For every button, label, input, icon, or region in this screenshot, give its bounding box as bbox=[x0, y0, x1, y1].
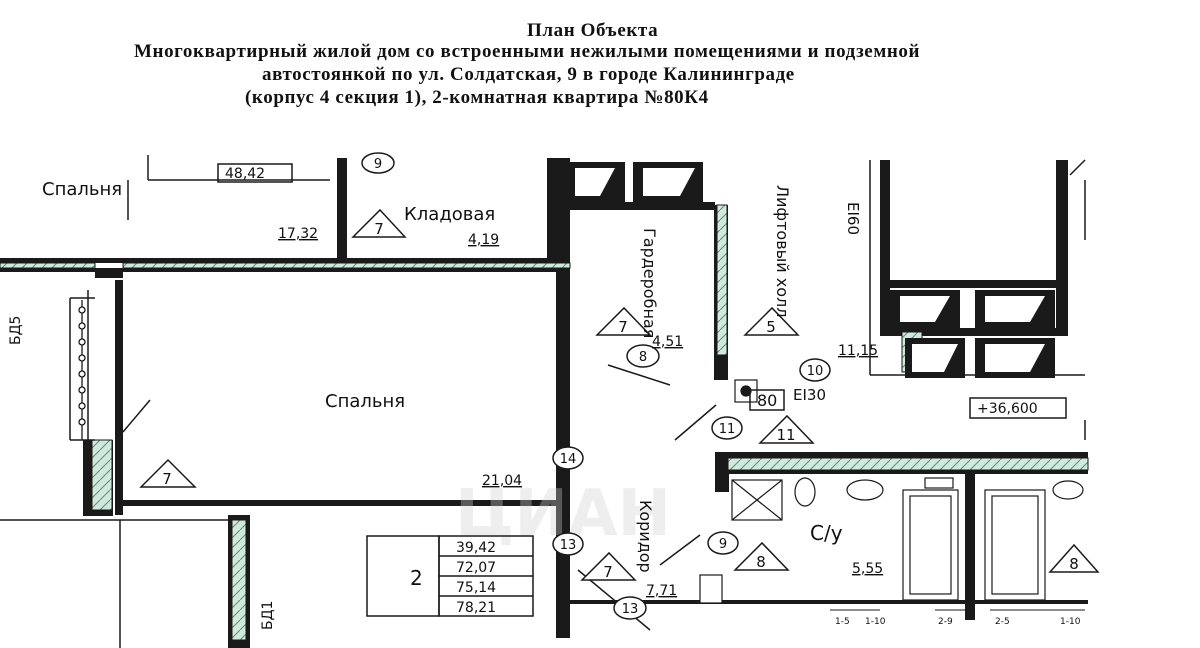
room-bedroom-top: Спальня bbox=[42, 179, 122, 200]
sanitary-fixtures bbox=[699, 379, 1084, 604]
boxed-labels bbox=[217, 163, 1067, 617]
room-wardrobe: Гардеробная bbox=[640, 228, 659, 338]
tag-bath-neighbour: 8 bbox=[1069, 555, 1079, 573]
room-bath: С/у bbox=[810, 521, 843, 545]
building-address: автостоянкой по ул. Солдатская, 9 в горо… bbox=[262, 64, 795, 85]
elevation-mark: +36,600 bbox=[977, 401, 1038, 417]
dim-3: 2-9 bbox=[938, 617, 953, 627]
window-left bbox=[78, 300, 86, 440]
apartment-description: (корпус 4 секция 1), 2-комнатная квартир… bbox=[245, 87, 709, 108]
door-code: EI30 bbox=[793, 386, 826, 404]
room-lift-hall: Лифтовый холл bbox=[773, 185, 792, 317]
area-bath: 5,55 bbox=[852, 561, 883, 577]
room-corridor: Коридор bbox=[636, 500, 655, 573]
summary-total-area: 72,07 bbox=[456, 560, 496, 576]
area-1732: 17,32 bbox=[278, 226, 318, 242]
plan-header: План Объекта Многоквартирный жилой дом с… bbox=[0, 0, 1200, 140]
plan-title: План Объекта bbox=[527, 20, 659, 41]
tag-corridor: 7 bbox=[603, 563, 613, 581]
circle-bath: 9 bbox=[719, 537, 727, 552]
thin-lines bbox=[0, 155, 1086, 648]
area-bedroom: 21,04 bbox=[482, 473, 522, 489]
area-hall: 11,15 bbox=[838, 343, 878, 359]
tag-wardrobe: 7 bbox=[618, 318, 628, 336]
circle-door: 11 bbox=[719, 422, 736, 437]
summary-rooms: 2 bbox=[410, 566, 423, 590]
tag-bath: 8 bbox=[756, 553, 766, 571]
circle-entry: 13 bbox=[622, 602, 639, 617]
circle-corridor: 13 bbox=[560, 538, 577, 553]
dim-2: 1-10 bbox=[865, 617, 886, 627]
room-pantry: Кладовая bbox=[404, 204, 495, 225]
tag-pantry: 7 bbox=[374, 220, 384, 238]
apartment-number: 80 bbox=[757, 391, 777, 410]
room-bedroom: Спальня bbox=[325, 391, 405, 412]
triangle-tags bbox=[139, 208, 1100, 581]
structural-walls bbox=[0, 158, 1088, 648]
circle-bedroom: 14 bbox=[560, 452, 577, 467]
dim-5: 1-10 bbox=[1060, 617, 1081, 627]
area-corridor: 7,71 bbox=[646, 583, 677, 599]
circle-hall: 10 bbox=[807, 364, 824, 379]
circle-wardrobe: 8 bbox=[639, 350, 647, 365]
floor-plan: ЦИАН 7 7 5 11 7 7 8 8 bbox=[0, 152, 1100, 648]
tag-lobby: 11 bbox=[776, 426, 795, 444]
summary-area-coef: 75,14 bbox=[456, 580, 496, 596]
summary-area-full: 78,21 bbox=[456, 600, 496, 616]
dim-4: 2-5 bbox=[995, 617, 1010, 627]
dim-1: 1-5 bbox=[835, 617, 850, 627]
area-wardrobe: 4,51 bbox=[652, 334, 683, 350]
area-top: 48,42 bbox=[225, 166, 265, 182]
building-description: Многоквартирный жилой дом со встроенными… bbox=[134, 41, 921, 62]
lift-code: EI60 bbox=[844, 202, 862, 235]
area-pantry: 4,19 bbox=[468, 232, 499, 248]
balcony-left: БД5 bbox=[8, 316, 24, 345]
circle-pantry: 9 bbox=[374, 157, 382, 172]
tag-hall: 5 bbox=[766, 318, 776, 336]
summary-living-area: 39,42 bbox=[456, 540, 496, 556]
balcony-bottom: БД1 bbox=[260, 601, 276, 630]
numbered-circles bbox=[361, 152, 831, 620]
tag-bedroom: 7 bbox=[162, 470, 172, 488]
